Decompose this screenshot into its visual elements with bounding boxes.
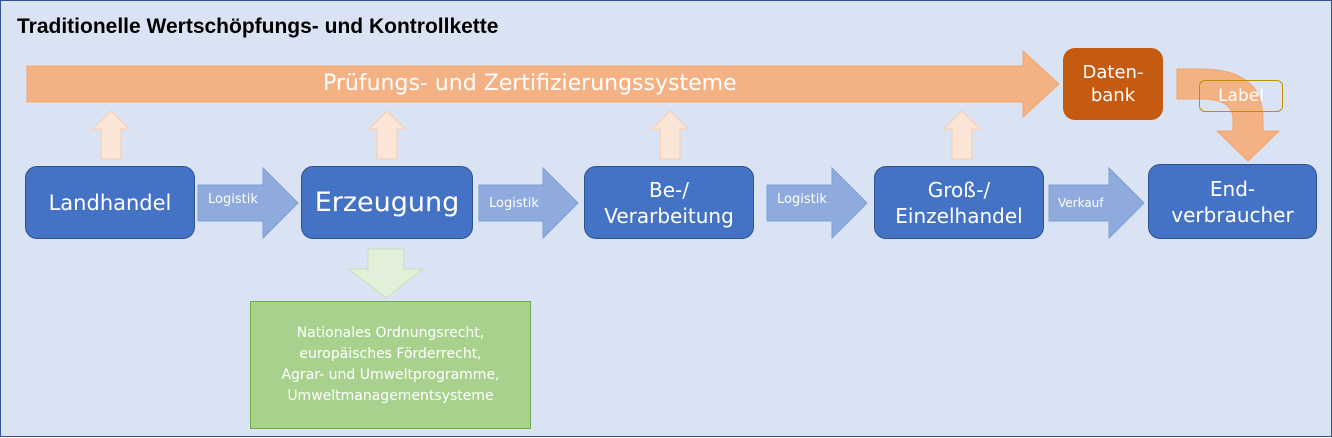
up-arrow-landhandel [91,110,131,160]
certification-banner-arrow [26,49,1060,119]
regulation-down-arrow [347,248,425,299]
connector-arrow-4 [1048,166,1145,240]
connector-label-1: Logistik [208,192,258,207]
connector-arrow-1 [197,166,299,240]
stage-endverbraucher: End- verbraucher [1148,164,1317,239]
connector-arrow-2 [478,166,579,240]
stage-label: Groß-/ Einzelhandel [895,177,1023,228]
stage-label: Be-/ Verarbeitung [604,177,734,228]
up-arrow-erzeugung [367,110,407,160]
diagram-title: Traditionelle Wertschöpfungs- und Kontro… [17,15,499,38]
stage-verarbeitung: Be-/ Verarbeitung [584,166,754,239]
up-arrow-handel [942,110,982,160]
connector-label-4: Verkauf [1058,196,1104,210]
label-text: Label [1218,86,1264,106]
stage-handel: Groß-/ Einzelhandel [874,166,1044,239]
stage-label: End- verbraucher [1171,176,1294,227]
stage-label: Erzeugung [314,187,460,218]
label-box: Label [1199,80,1283,112]
connector-label-3: Logistik [777,192,827,207]
database-label: Daten- bank [1082,61,1144,106]
certification-banner-label: Prüfungs- und Zertifizierungssysteme [323,71,737,96]
regulation-box: Nationales Ordnungsrecht, europäisches F… [250,301,531,429]
database-to-consumer-arrow [1176,68,1281,162]
up-arrow-verarbeitung [650,110,690,160]
stage-label: Landhandel [48,190,172,215]
regulation-text: Nationales Ordnungsrecht, europäisches F… [281,325,500,404]
database-box: Daten- bank [1063,48,1163,120]
stage-erzeugung: Erzeugung [301,166,473,239]
connector-label-2: Logistik [489,196,539,211]
stage-landhandel: Landhandel [25,166,195,239]
connector-arrow-3 [766,166,868,240]
